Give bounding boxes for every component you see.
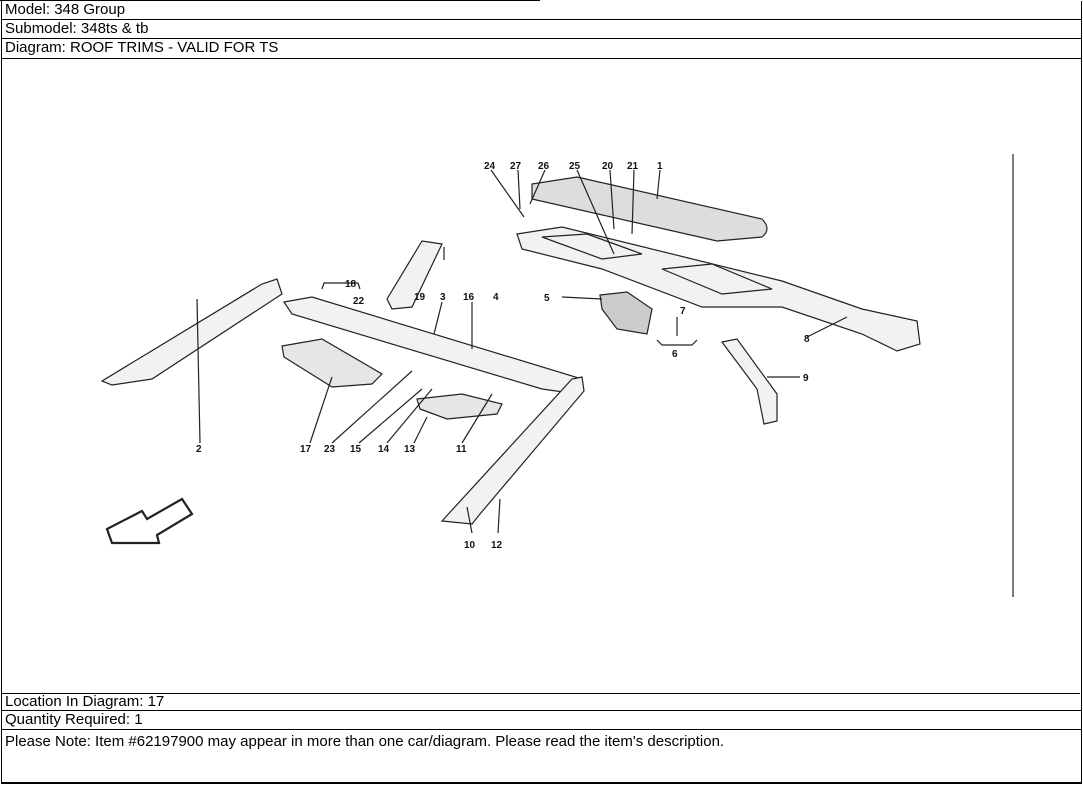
callout-13: 13 [404, 444, 416, 455]
callout-24: 24 [484, 161, 496, 172]
location-row: Location In Diagram: 17 [1, 693, 1081, 711]
callout-labels: 24 27 26 25 20 21 1 18 22 19 3 16 4 5 7 … [196, 161, 810, 551]
console-opening [541, 233, 643, 260]
callout-5: 5 [544, 293, 550, 304]
callout-1: 1 [657, 161, 663, 172]
callout-3: 3 [440, 292, 446, 303]
part-19-trim [386, 240, 443, 310]
callout-25: 25 [569, 161, 581, 172]
callout-11: 11 [456, 444, 467, 455]
part-1-panel [531, 176, 768, 242]
callout-19: 19 [414, 292, 426, 303]
top-border [0, 0, 540, 1]
callout-7: 7 [680, 306, 686, 317]
submodel-row: Submodel: 348ts & tb [1, 20, 1081, 39]
callout-4: 4 [493, 292, 499, 303]
callout-14: 14 [378, 444, 390, 455]
callout-17: 17 [300, 444, 312, 455]
part-17-sun-visor [281, 338, 383, 388]
callout-12: 12 [491, 540, 503, 551]
callout-27: 27 [510, 161, 522, 172]
roof-trims-drawing: 24 27 26 25 20 21 1 18 22 19 3 16 4 5 7 … [100, 154, 1014, 597]
callout-21: 21 [627, 161, 639, 172]
part-9-trim [720, 338, 778, 425]
callout-18: 18 [345, 279, 357, 290]
direction-arrow-icon [105, 497, 194, 545]
callout-26: 26 [538, 161, 550, 172]
part-2-trim [100, 278, 283, 386]
quantity-row: Quantity Required: 1 [1, 711, 1081, 730]
callout-8: 8 [804, 334, 810, 345]
callout-9: 9 [803, 373, 809, 384]
callout-22: 22 [353, 296, 365, 307]
callout-23: 23 [324, 444, 336, 455]
callout-20: 20 [602, 161, 614, 172]
callout-15: 15 [350, 444, 362, 455]
parts-diagram: 24 27 26 25 20 21 1 18 22 19 3 16 4 5 7 … [2, 59, 1080, 694]
part-5-bracket [599, 291, 653, 335]
note-row: Please Note: Item #62197900 may appear i… [5, 733, 725, 750]
model-row: Model: 348 Group [1, 1, 1081, 20]
part-6-console [516, 226, 921, 352]
callout-6: 6 [672, 349, 678, 360]
callout-10: 10 [464, 540, 476, 551]
part-10-pillar [440, 376, 585, 525]
diagram-title-row: Diagram: ROOF TRIMS - VALID FOR TS [1, 39, 1081, 59]
callout-2: 2 [196, 444, 202, 455]
callout-16: 16 [463, 292, 475, 303]
console-opening-2 [661, 263, 773, 295]
